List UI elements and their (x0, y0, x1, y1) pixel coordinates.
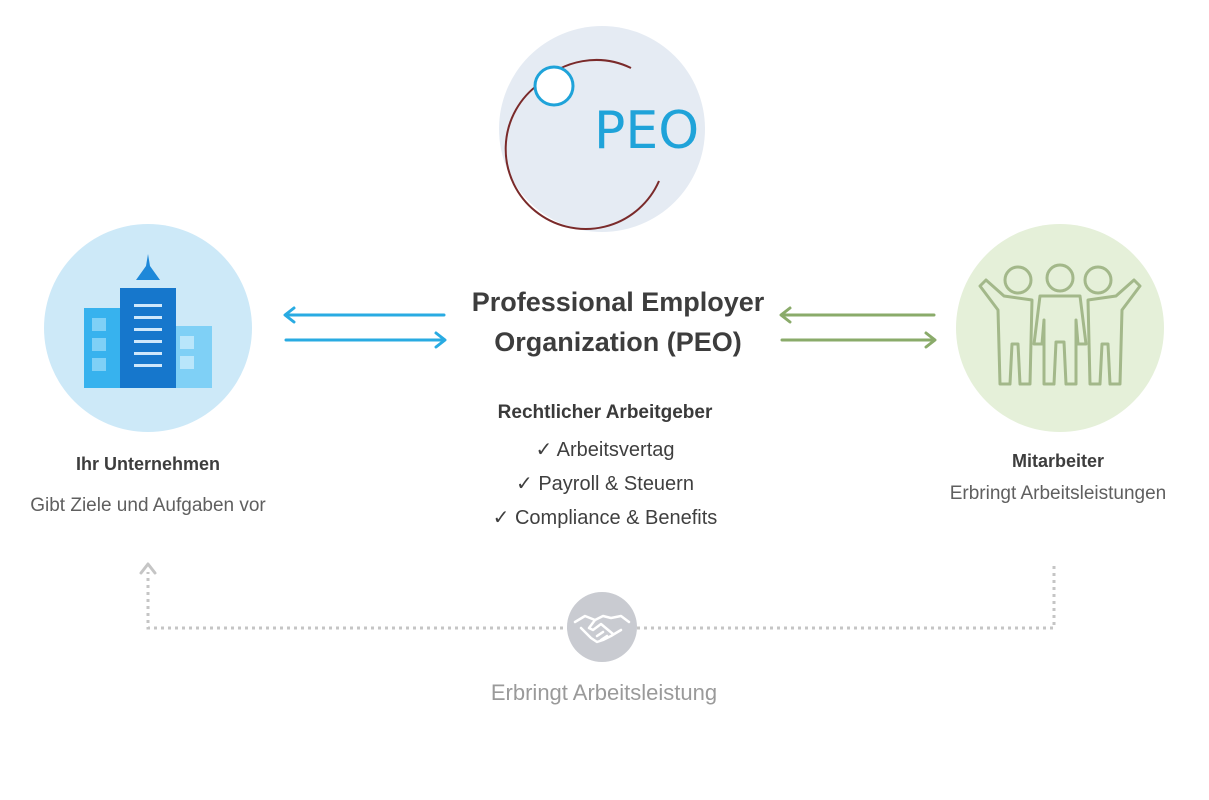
company-name: Ihr Unternehmen (75, 454, 221, 474)
people-group-icon (978, 263, 1142, 386)
peo-logo-text: PEO (594, 101, 699, 161)
duty-item: ✓ Compliance & Benefits (492, 507, 718, 529)
duty-item: ✓ Arbeitsvertag (535, 439, 675, 461)
company-circle (44, 224, 252, 432)
peo-logo: PEO (499, 26, 705, 232)
company-peo-arrows (283, 306, 447, 349)
peo-title-line2: Organization (PEO) (494, 327, 742, 357)
handshake-icon (573, 614, 631, 644)
duty-item: ✓ Payroll & Steuern (516, 473, 694, 495)
employees-circle (956, 224, 1164, 432)
company-description: Gibt Ziele und Aufgaben vor (30, 495, 266, 516)
peo-subheading: Rechtlicher Arbeitgeber (497, 402, 713, 423)
peo-logo-mark: PEO (504, 59, 699, 230)
employees-description: Erbringt Arbeitsleistungen (949, 483, 1167, 504)
handshake-circle (567, 592, 637, 662)
peo-title-line1: Professional Employer (471, 287, 765, 317)
bottom-label: Erbringt Arbeitsleistung (490, 680, 718, 705)
office-building-icon (84, 254, 212, 388)
employees-name: Mitarbeiter (1011, 451, 1105, 471)
dotted-arrowhead (139, 562, 157, 575)
peo-title: Professional Employer Organization (PEO) (420, 282, 816, 362)
employees-peo-arrows (779, 306, 937, 349)
